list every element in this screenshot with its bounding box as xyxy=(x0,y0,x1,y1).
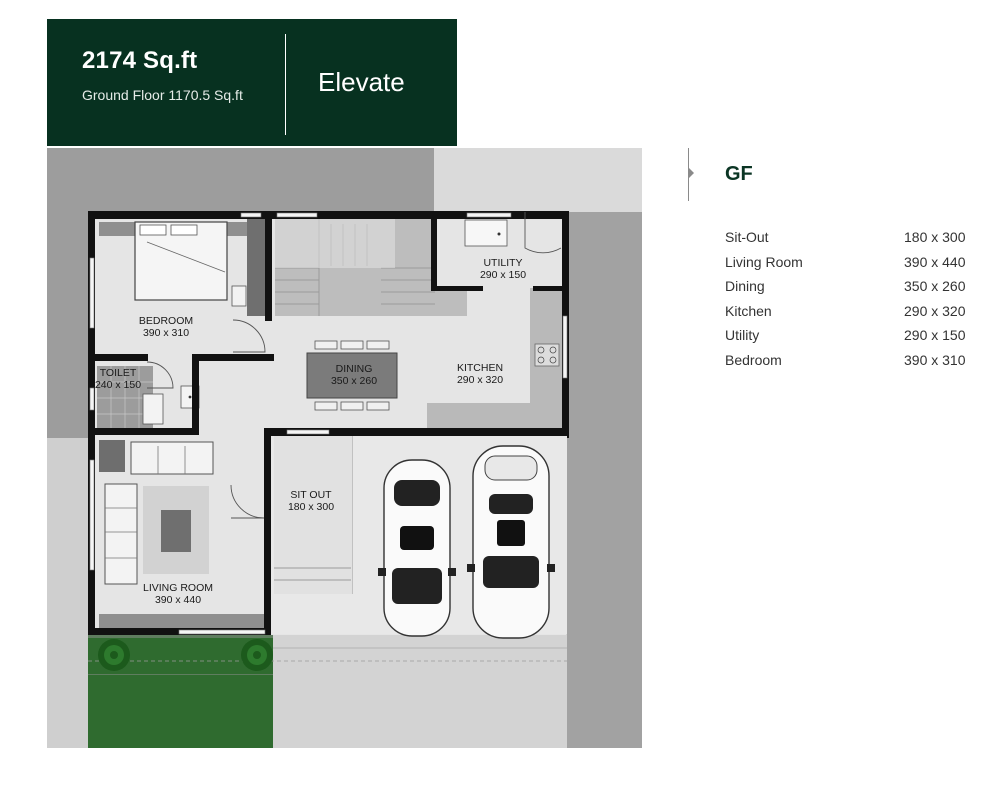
legend-row: Kitchen 290 x 320 xyxy=(725,303,985,328)
room-name-toilet: TOILET xyxy=(100,367,137,379)
legend-room-name: Kitchen xyxy=(725,302,772,319)
hob xyxy=(534,343,560,367)
legend-caret-icon xyxy=(689,168,694,178)
legend-room-size: 350 x 260 xyxy=(904,278,966,294)
room-size-kitchen: 290 x 320 xyxy=(457,374,503,386)
legend-room-size: 290 x 320 xyxy=(904,302,966,319)
legend-room-size: 390 x 310 xyxy=(904,351,966,368)
side-table xyxy=(99,440,125,472)
floor-plan-drawing: BEDROOM 390 x 310 UTILITY 290 x 150 TOIL… xyxy=(47,148,642,748)
legend-room-name: Bedroom xyxy=(725,351,782,368)
coffee-table xyxy=(161,510,191,552)
car-left xyxy=(378,459,456,637)
wardrobe xyxy=(247,218,265,316)
room-size-living: 390 x 440 xyxy=(155,594,201,606)
dining-table xyxy=(306,352,398,399)
room-name-kitchen: KITCHEN xyxy=(457,362,503,374)
side-setback xyxy=(567,212,642,748)
room-name-utility: UTILITY xyxy=(483,257,522,269)
car-right xyxy=(467,445,555,639)
legend-room-name: Living Room xyxy=(725,253,803,270)
room-name-living: LIVING ROOM xyxy=(143,582,213,594)
room-name-sitout: SIT OUT xyxy=(290,489,332,501)
room-size-dining: 350 x 260 xyxy=(331,375,377,387)
legend-room-name: Dining xyxy=(725,278,765,294)
legend-room-size: 180 x 300 xyxy=(904,229,966,245)
total-area: 2174 Sq.ft xyxy=(82,47,198,74)
legend-row: Utility 290 x 150 xyxy=(725,327,985,352)
shrub-left xyxy=(98,639,130,671)
room-name-dining: DINING xyxy=(336,363,373,375)
legend-room-size: 290 x 150 xyxy=(904,327,966,343)
legend-room-name: Utility xyxy=(725,327,760,343)
floor-area: Ground Floor 1170.5 Sq.ft xyxy=(82,87,243,103)
bedside-chair xyxy=(231,285,247,307)
room-size-list: Sit-Out 180 x 300 Living Room 390 x 440 … xyxy=(725,229,985,376)
windows xyxy=(89,212,568,635)
room-size-sitout: 180 x 300 xyxy=(288,501,334,513)
doors xyxy=(146,212,562,519)
legend-row: Living Room 390 x 440 xyxy=(725,254,985,279)
legend-room-size: 390 x 440 xyxy=(904,253,966,270)
lawn xyxy=(88,675,273,748)
shrub-right xyxy=(241,639,273,671)
utility-sink xyxy=(464,219,508,247)
sofa-side xyxy=(104,483,138,585)
sofa-3-seater xyxy=(130,441,214,475)
room-size-bedroom: 390 x 310 xyxy=(143,327,189,339)
room-labels: BEDROOM 390 x 310 UTILITY 290 x 150 TOIL… xyxy=(95,257,526,606)
left-setback xyxy=(47,438,89,748)
neighbor-light xyxy=(434,148,642,212)
room-size-toilet: 240 x 150 xyxy=(95,379,141,391)
room-name-bedroom: BEDROOM xyxy=(139,315,193,327)
header-banner: 2174 Sq.ft Ground Floor 1170.5 Sq.ft Ele… xyxy=(47,19,457,146)
wc xyxy=(142,393,164,425)
legend-row: Dining 350 x 260 xyxy=(725,278,985,303)
room-size-utility: 290 x 150 xyxy=(480,269,526,281)
legend-room-name: Sit-Out xyxy=(725,229,769,245)
brand-name: Elevate xyxy=(318,67,405,97)
floor-plan: BEDROOM 390 x 310 UTILITY 290 x 150 TOIL… xyxy=(47,148,642,748)
legend-accent-bar xyxy=(688,148,689,201)
legend-row: Bedroom 390 x 310 xyxy=(725,352,985,377)
header-divider xyxy=(285,34,286,135)
legend-row: Sit-Out 180 x 300 xyxy=(725,229,985,254)
legend-title: GF xyxy=(725,163,753,185)
